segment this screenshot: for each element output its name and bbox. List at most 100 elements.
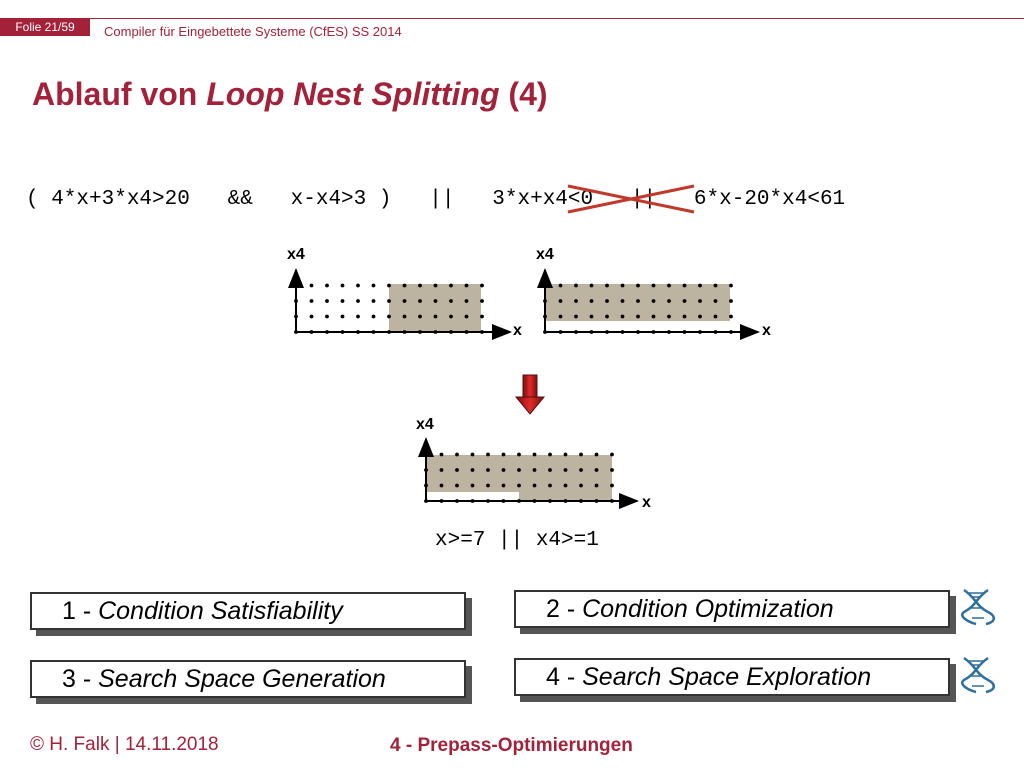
- course-title: Compiler für Eingebettete Systeme (CfES)…: [104, 24, 402, 39]
- grid-dot: [636, 314, 640, 319]
- result-expression: x>=7 || x4>=1: [435, 529, 599, 552]
- title-suffix: (4): [499, 76, 548, 112]
- footer-author-date: © H. Falk | 14.11.2018: [30, 734, 219, 755]
- grid-dot: [713, 283, 718, 288]
- grid-dot: [594, 452, 599, 457]
- grid-dot: [589, 283, 594, 288]
- title-prefix: Ablauf von: [32, 76, 207, 112]
- grid-dot: [517, 483, 521, 488]
- grid-dot: [480, 314, 484, 319]
- grid-dot: [449, 299, 453, 303]
- grid-dot: [579, 452, 583, 457]
- grid-dot: [449, 314, 453, 319]
- grid-dot: [464, 299, 469, 303]
- grid-dot: [682, 299, 687, 303]
- grid-dot: [439, 452, 444, 457]
- plot-top-right: x4 x: [536, 246, 771, 340]
- grid-dot: [517, 452, 521, 457]
- grid-dot: [594, 468, 599, 472]
- grid-dot: [486, 452, 490, 457]
- grid-dot: [698, 299, 702, 303]
- grid-dot: [729, 299, 733, 303]
- grid-dot: [563, 452, 568, 457]
- grid-dot: [309, 299, 314, 303]
- grid-dot: [439, 468, 444, 472]
- down-arrow-icon: [514, 374, 546, 415]
- step-box-1: 1 - Condition Satisfiability: [30, 592, 466, 630]
- step-box-4: 4 - Search Space Exploration: [514, 658, 950, 696]
- grid-dot: [433, 299, 438, 303]
- grid-dot: [325, 283, 329, 288]
- step-box-3: 3 - Search Space Generation: [30, 660, 466, 698]
- grid-dot: [517, 468, 521, 472]
- x-axis-label: x: [762, 322, 771, 339]
- x-axis-label: x: [642, 494, 651, 511]
- step-label: Search Space Generation: [98, 665, 386, 693]
- grid-dot: [402, 283, 407, 288]
- grid-dot: [470, 483, 475, 488]
- grid-dot: [558, 314, 563, 319]
- footer-chapter: 4 - Prepass-Optimierungen: [390, 735, 633, 756]
- grid-dot: [579, 468, 583, 472]
- grid-dot: [402, 314, 407, 319]
- grid-dot: [636, 299, 640, 303]
- grid-dot: [651, 314, 656, 319]
- grid-dot: [574, 283, 578, 288]
- grid-dot: [418, 299, 422, 303]
- grid-dot: [682, 314, 687, 319]
- strike-cross: [567, 184, 695, 214]
- grid-dot: [340, 299, 345, 303]
- grid-dot: [667, 283, 671, 288]
- grid-dot: [486, 468, 490, 472]
- plot-top-left: x4 x: [287, 246, 522, 340]
- slide-number: Folie 21/59: [0, 18, 90, 36]
- condition-struck: 3*x+x4<0: [492, 188, 594, 211]
- grid-dot: [486, 483, 490, 488]
- grid-dot: [387, 299, 391, 303]
- step-label: Condition Optimization: [582, 595, 834, 623]
- grid-dot: [501, 452, 506, 457]
- header-divider: [90, 18, 1024, 19]
- grid-dot: [682, 283, 687, 288]
- step-number: 1 -: [62, 597, 99, 625]
- grid-dot: [589, 314, 594, 319]
- step-number: 4 -: [546, 663, 583, 691]
- grid-dot: [651, 283, 656, 288]
- grid-dot: [548, 468, 552, 472]
- grid-dot: [464, 283, 469, 288]
- grid-dot: [455, 483, 459, 488]
- step-number: 2 -: [546, 595, 583, 623]
- step-label: Condition Satisfiability: [98, 597, 343, 625]
- grid-dot: [698, 283, 702, 288]
- grid-dot: [433, 283, 438, 288]
- grid-dot: [309, 283, 314, 288]
- region-fill: [389, 284, 481, 332]
- grid-dot: [620, 283, 625, 288]
- grid-dot: [532, 483, 537, 488]
- grid-dot: [713, 299, 718, 303]
- grid-dot: [610, 468, 614, 472]
- grid-dot: [470, 452, 475, 457]
- y-axis-label: x4: [287, 246, 305, 263]
- grid-dot: [579, 483, 583, 488]
- step-label: Search Space Exploration: [582, 663, 872, 691]
- grid-dot: [548, 483, 552, 488]
- grid-dot: [589, 299, 594, 303]
- grid-dot: [729, 283, 733, 288]
- grid-dot: [371, 283, 376, 288]
- grid-dot: [620, 314, 625, 319]
- step-number: 3 -: [62, 665, 99, 693]
- grid-dot: [574, 299, 578, 303]
- grid-dot: [594, 483, 599, 488]
- dna-icon: [960, 656, 995, 694]
- grid-dot: [605, 283, 609, 288]
- grid-dot: [605, 314, 609, 319]
- grid-dot: [464, 314, 469, 319]
- title-italic: Loop Nest Splitting: [206, 76, 500, 112]
- grid-dot: [620, 299, 625, 303]
- grid-dot: [402, 299, 407, 303]
- grid-dot: [605, 299, 609, 303]
- grid-dot: [356, 314, 360, 319]
- grid-dot: [418, 283, 422, 288]
